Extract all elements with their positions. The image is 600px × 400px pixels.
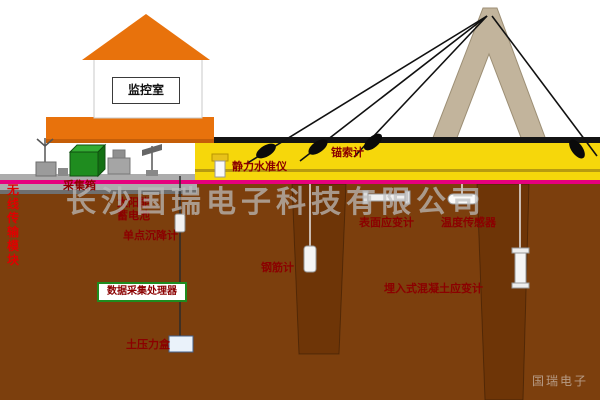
anchor-gauge-icon <box>308 139 328 155</box>
equipment-box-small <box>112 149 126 159</box>
anchor-gauge-icon <box>256 143 276 159</box>
stay-cables <box>245 15 598 165</box>
settlement-gauge-label: 单点沉降计 <box>123 229 178 242</box>
temperature-sensor-label: 温度传感器 <box>441 216 496 229</box>
cable-2 <box>299 15 488 162</box>
surface-strain-label: 表面应变计 <box>359 216 414 229</box>
static-level-icon <box>211 153 229 178</box>
antenna-base-box <box>35 161 57 177</box>
small-device-box <box>58 168 68 176</box>
anchor-gauge-icon <box>569 139 585 159</box>
deck-top-edge <box>195 137 600 143</box>
anchor-gauge-label: 锚索计 <box>331 146 364 159</box>
house-roof <box>82 14 210 60</box>
antenna-icon <box>36 138 54 164</box>
data-processor-label: 数据采集处理器 <box>97 282 187 302</box>
temperature-sensor-icon <box>447 184 479 205</box>
solar-panel-icon <box>142 144 162 176</box>
deck-bottom-line <box>0 180 600 184</box>
road-shadow <box>0 190 197 194</box>
wireless-module-label: 无线传输模块 <box>7 183 20 267</box>
company-watermark: 长沙国瑞电子科技有限公司 <box>66 185 486 220</box>
collection-box-label: 采集箱 <box>63 179 96 192</box>
cable-4 <box>491 15 598 157</box>
static-level-label: 静力水准仪 <box>232 160 287 173</box>
solar-battery-label: 太阳能蓄电池 <box>117 196 150 222</box>
platform-edge <box>46 139 214 143</box>
embedded-strain-label: 埋入式混凝土应变计 <box>384 282 483 295</box>
collection-box-icon <box>68 143 107 178</box>
equipment-box <box>107 157 131 175</box>
earth-pressure-label: 土压力盒 <box>126 338 170 351</box>
earth-pressure-icon <box>168 335 194 353</box>
pylon-tower <box>428 7 550 149</box>
cable-3 <box>353 15 488 158</box>
corner-watermark: 国瑞电子 <box>531 374 588 388</box>
house-platform <box>46 117 214 143</box>
cable-1 <box>245 15 488 165</box>
anchor-gauge-icon <box>363 133 383 151</box>
settlement-gauge-icon <box>174 213 186 233</box>
monitoring-room-label: 监控室 <box>112 77 180 104</box>
rebar-gauge-icon <box>303 245 317 273</box>
surface-strain-icon <box>362 190 411 205</box>
embedded-strain-icon <box>511 184 530 289</box>
rebar-gauge-label: 钢筋计 <box>261 261 294 274</box>
deck-stripe <box>195 169 600 172</box>
